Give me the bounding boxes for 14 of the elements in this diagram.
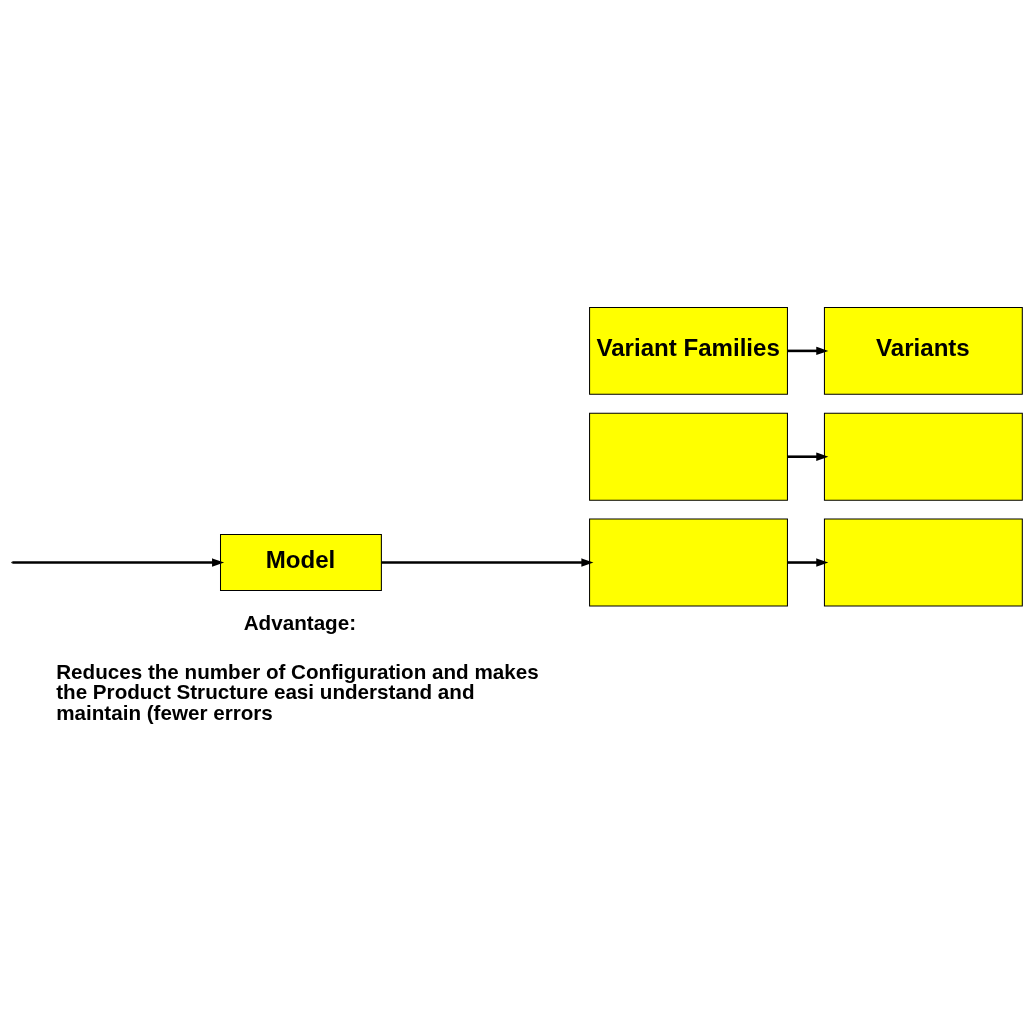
arrow <box>381 558 594 567</box>
node-box <box>589 412 788 501</box>
node-box: Model <box>220 534 382 591</box>
node-box: Variant Families <box>589 306 788 395</box>
arrow <box>787 452 829 461</box>
label: Advantage: <box>243 610 357 634</box>
label: Reduces the number of Configuration and makes the Product Structure easi understand and maintain (fewer errors <box>56 659 539 725</box>
node-box: Variants <box>823 306 1023 395</box>
arrow <box>787 558 829 567</box>
arrow <box>12 558 225 567</box>
node-box <box>823 412 1023 501</box>
node-box <box>589 518 788 607</box>
node-box <box>823 518 1023 607</box>
arrow <box>787 346 829 356</box>
